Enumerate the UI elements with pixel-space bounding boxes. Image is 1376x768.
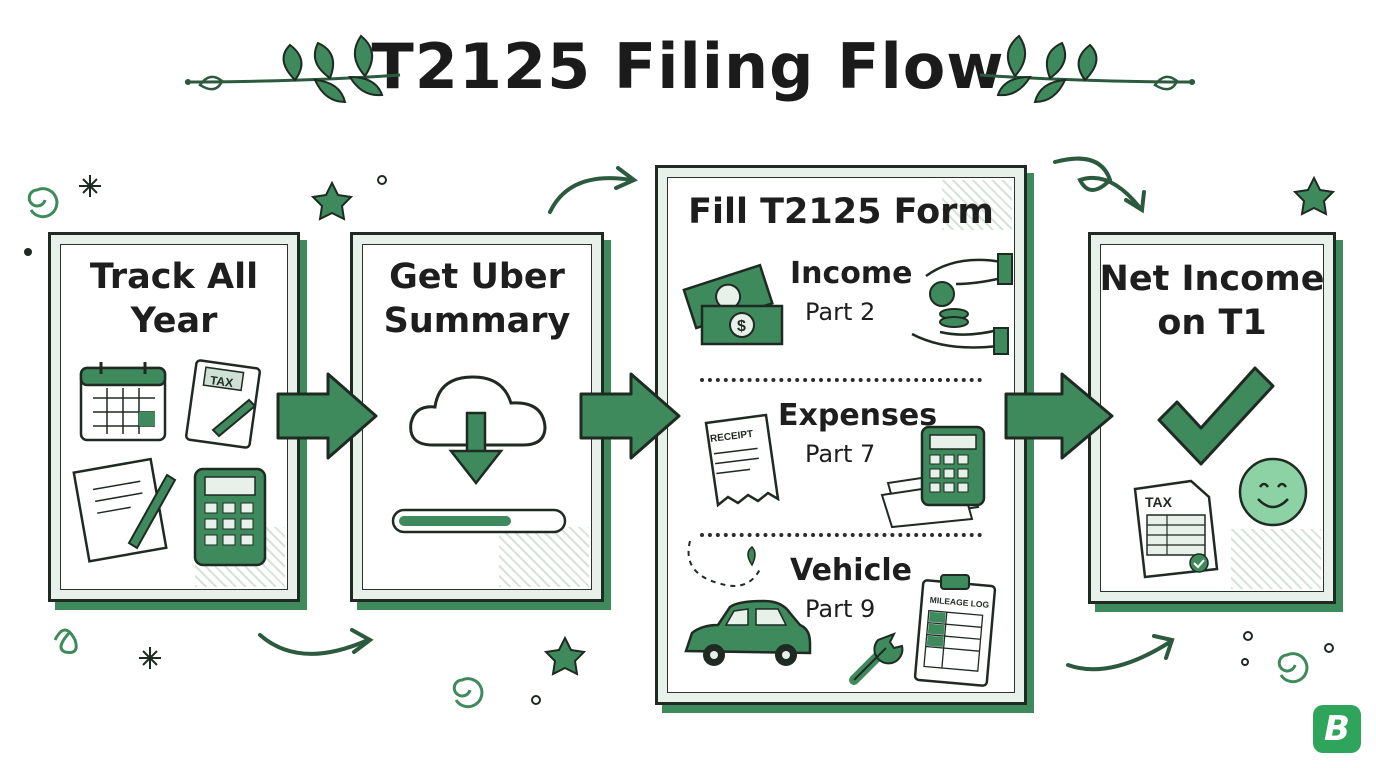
card-title: Fill T2125 Form bbox=[688, 192, 994, 232]
section-sub-expenses: Part 7 bbox=[805, 440, 876, 468]
card-fill-t2125-form: Fill T2125 Form Income Part 2 $ Expenses… bbox=[655, 165, 1027, 705]
receipt-label: RECEIPT bbox=[709, 429, 753, 445]
checkmark-icon bbox=[1157, 366, 1275, 466]
tax-form-icon: TAX bbox=[1133, 479, 1219, 579]
tax-notebook-icon: TAX bbox=[185, 359, 261, 449]
page-title: T2125 Filing Flow bbox=[371, 30, 1005, 103]
wrench-icon bbox=[849, 632, 904, 685]
section-divider bbox=[700, 378, 982, 382]
flow-arrow-1 bbox=[276, 372, 378, 460]
section-sub-vehicle: Part 9 bbox=[805, 595, 876, 623]
calculator-icon bbox=[193, 467, 267, 567]
card-title: Get Uber Summary bbox=[383, 257, 571, 341]
tax-label: TAX bbox=[209, 373, 234, 390]
brand-logo: B bbox=[1313, 705, 1361, 753]
card-get-uber-summary: Get Uber Summary bbox=[350, 232, 604, 602]
hands-coins-icon bbox=[911, 253, 1013, 355]
section-title-expenses: Expenses bbox=[778, 398, 938, 433]
section-title-vehicle: Vehicle bbox=[790, 553, 912, 588]
section-divider bbox=[700, 533, 982, 537]
section-sub-income: Part 2 bbox=[805, 298, 876, 326]
left-leaf-branch-icon bbox=[184, 34, 401, 104]
right-leaf-branch-icon bbox=[979, 34, 1196, 104]
mileage-log-icon: MILEAGE LOG bbox=[913, 574, 997, 687]
curvy-arrow-icon bbox=[258, 156, 1175, 672]
swirl-icon bbox=[27, 187, 1309, 709]
card-title: Net Income on T1 bbox=[1099, 259, 1325, 343]
calendar-icon bbox=[79, 362, 167, 442]
flow-arrow-3 bbox=[1004, 372, 1114, 460]
cloud-download-icon bbox=[409, 375, 547, 486]
card-net-income-on-t1: Net Income on T1 TAX bbox=[1088, 232, 1336, 604]
dot-icon bbox=[377, 175, 1334, 705]
smiley-icon bbox=[1238, 457, 1308, 527]
tax-form-label: TAX bbox=[1145, 494, 1173, 510]
car-icon bbox=[684, 540, 812, 666]
flow-arrow-2 bbox=[579, 372, 681, 460]
section-title-income: Income bbox=[790, 256, 913, 291]
notepad-pen-icon bbox=[72, 457, 177, 563]
svg-text:$: $ bbox=[737, 318, 746, 335]
progress-bar-icon bbox=[391, 508, 567, 534]
progress-fill bbox=[399, 516, 511, 526]
sparkle-icon bbox=[79, 175, 161, 669]
card-track-all-year: Track All Year TAX bbox=[48, 232, 300, 602]
cash-bills-icon: $ bbox=[682, 263, 784, 346]
calculator-receipts-icon bbox=[880, 425, 986, 529]
card-title: Track All Year bbox=[89, 257, 259, 341]
star-icon bbox=[310, 175, 1336, 676]
receipt-icon: RECEIPT bbox=[704, 413, 780, 508]
